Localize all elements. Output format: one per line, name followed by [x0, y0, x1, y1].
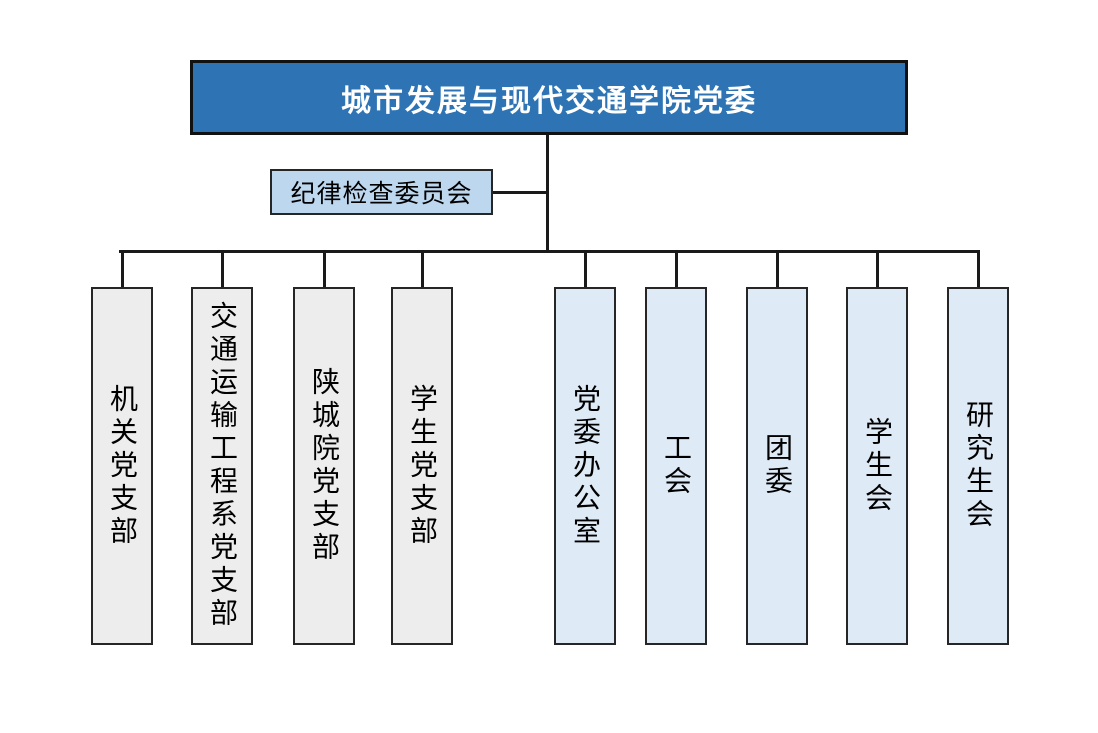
- branch-node-label: 工会: [660, 433, 693, 499]
- secondary-node-discipline-committee: 纪律检查委员会: [270, 169, 493, 215]
- connector-stub-4: [421, 250, 424, 288]
- branch-node-3: 陕城院党支部: [293, 287, 355, 645]
- connector-stub-5: [584, 250, 587, 288]
- branch-node-8: 学生会: [846, 287, 908, 645]
- branch-node-4: 学生党支部: [391, 287, 453, 645]
- branch-node-label: 学生会: [861, 416, 894, 516]
- branch-node-9: 研究生会: [947, 287, 1009, 645]
- secondary-node-label: 纪律检查委员会: [290, 179, 473, 208]
- connector-root-drop: [546, 135, 549, 252]
- branch-node-label: 党委办公室: [569, 383, 602, 549]
- branch-node-label: 机关党支部: [106, 383, 139, 549]
- branch-node-1: 机关党支部: [91, 287, 153, 645]
- branch-node-2: 交通运输工程系党支部: [191, 287, 253, 645]
- connector-stub-2: [221, 250, 224, 288]
- connector-stub-7: [776, 250, 779, 288]
- connector-stub-1: [121, 250, 124, 288]
- branch-node-5: 党委办公室: [554, 287, 616, 645]
- connector-stub-9: [977, 250, 980, 288]
- connector-stub-8: [876, 250, 879, 288]
- root-node: 城市发展与现代交通学院党委: [190, 60, 908, 135]
- connector-stub-6: [675, 250, 678, 288]
- branch-node-7: 团委: [746, 287, 808, 645]
- connector-stub-3: [323, 250, 326, 288]
- branch-node-label: 团委: [761, 433, 794, 499]
- branch-node-label: 学生党支部: [406, 383, 439, 549]
- branch-node-label: 陕城院党支部: [308, 367, 341, 565]
- root-node-label: 城市发展与现代交通学院党委: [341, 83, 757, 119]
- branch-node-6: 工会: [645, 287, 707, 645]
- branch-node-label: 交通运输工程系党支部: [206, 301, 239, 631]
- connector-rail: [119, 250, 980, 253]
- branch-node-label: 研究生会: [962, 400, 995, 532]
- connector-secondary: [493, 191, 546, 194]
